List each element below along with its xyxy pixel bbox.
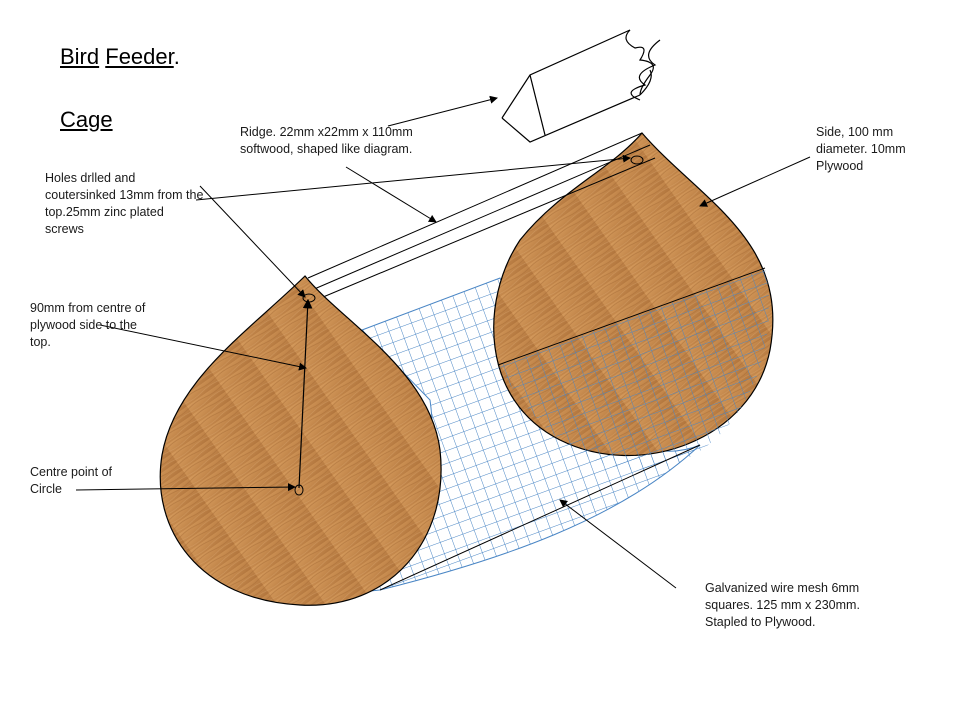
- mesh-edge: [497, 267, 766, 366]
- title-word-feeder: Feeder: [105, 44, 174, 69]
- label-mesh: Galvanized wire mesh 6mm squares. 125 mm…: [705, 581, 860, 629]
- wire-mesh-over-side: [498, 268, 769, 470]
- title-word-bird: Bird: [60, 44, 100, 69]
- measurement-line: [298, 298, 313, 489]
- mesh-bottom-edge: [379, 444, 701, 591]
- label-centre: Centre point of Circle: [30, 465, 112, 496]
- label-side: Side, 100 mm diameter. 10mm Plywood: [816, 125, 906, 173]
- label-distance: 90mm from centre of plywood side to the …: [30, 301, 146, 349]
- label-holes: Holes drlled and coutersinked 13mm from …: [45, 171, 204, 236]
- subtitle-text: Cage: [60, 107, 113, 132]
- title-period: .: [173, 44, 180, 69]
- screw-hole-right: [630, 155, 644, 165]
- ridge-detail: [501, 29, 661, 143]
- diagram-title: Bird Feeder.: [60, 44, 180, 70]
- leader-arrows: [75, 95, 811, 589]
- label-ridge: Ridge. 22mm x22mm x 110mm softwood, shap…: [240, 125, 413, 156]
- diagram-subtitle: Cage: [60, 107, 113, 133]
- ridge: [307, 132, 656, 301]
